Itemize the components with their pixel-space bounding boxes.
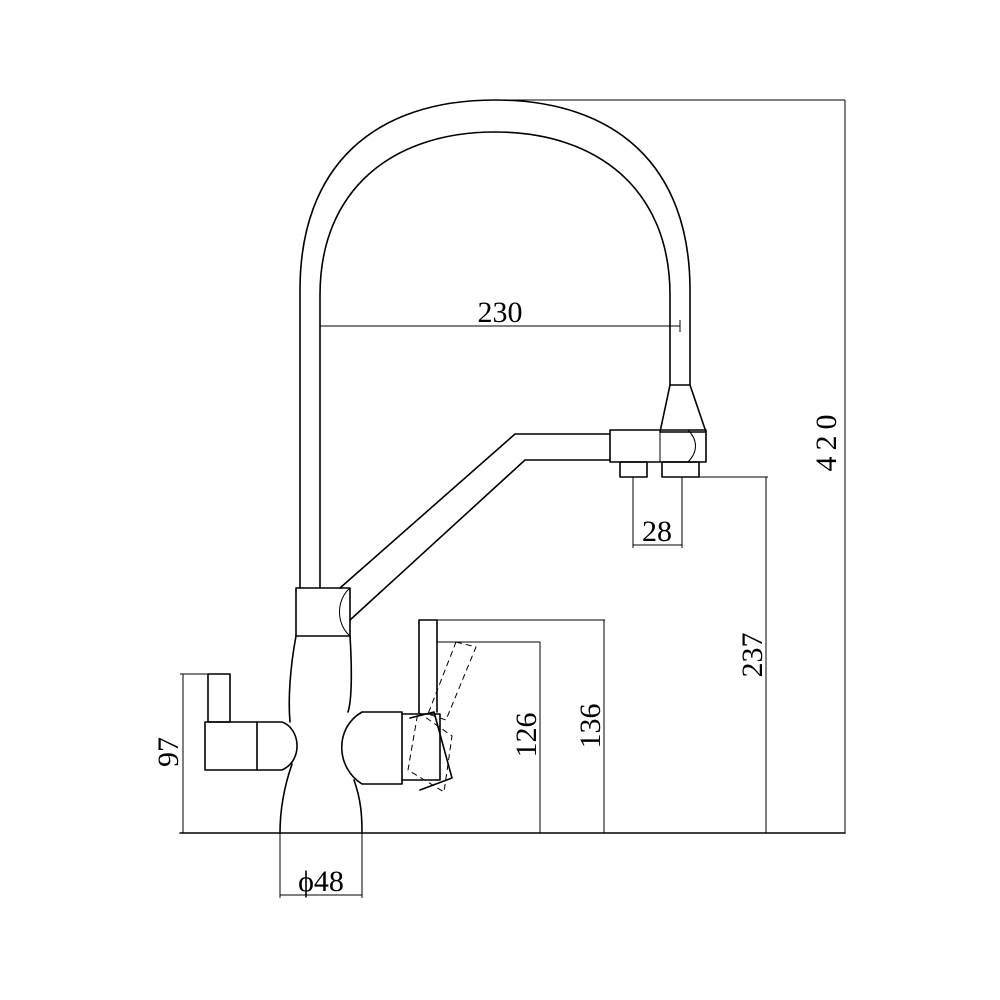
dim-136-label: 136	[574, 704, 607, 749]
main-body	[279, 635, 363, 834]
right-handle-bulge	[341, 711, 403, 785]
filter-arm	[339, 433, 611, 621]
left-handle-body	[204, 721, 258, 771]
gooseneck-outer	[299, 99, 691, 589]
dim-230-ticks	[319, 320, 681, 332]
upper-collar	[295, 587, 351, 637]
dimension-lines	[180, 99, 846, 898]
dim-97-label: 97	[152, 737, 185, 767]
right-lever-alt-position	[407, 641, 477, 793]
dim-28-label: 28	[642, 515, 672, 548]
arm-end-block	[609, 429, 707, 463]
spray-head	[659, 384, 707, 433]
left-handle-bulge	[256, 721, 298, 771]
dim-230-label: 230	[478, 296, 523, 329]
outlet-nozzle-right	[661, 461, 700, 478]
dimension-labels: 230 420 28 237 136 126 97 ϕ48	[152, 296, 843, 898]
dim-126-label: 126	[510, 713, 543, 758]
arm-end-detail	[659, 429, 696, 463]
dim-48-label: ϕ48	[298, 865, 344, 898]
dim-48-extensions	[279, 833, 363, 898]
collar-curve	[339, 587, 351, 637]
left-handle-lever	[207, 673, 231, 723]
dim-28-extensions	[632, 477, 683, 548]
faucet-outline	[179, 99, 846, 834]
dim-420-label: 420	[810, 409, 843, 472]
gooseneck-inner	[319, 131, 671, 589]
dim-237-label: 237	[736, 633, 769, 678]
outlet-nozzle-left	[619, 461, 648, 478]
